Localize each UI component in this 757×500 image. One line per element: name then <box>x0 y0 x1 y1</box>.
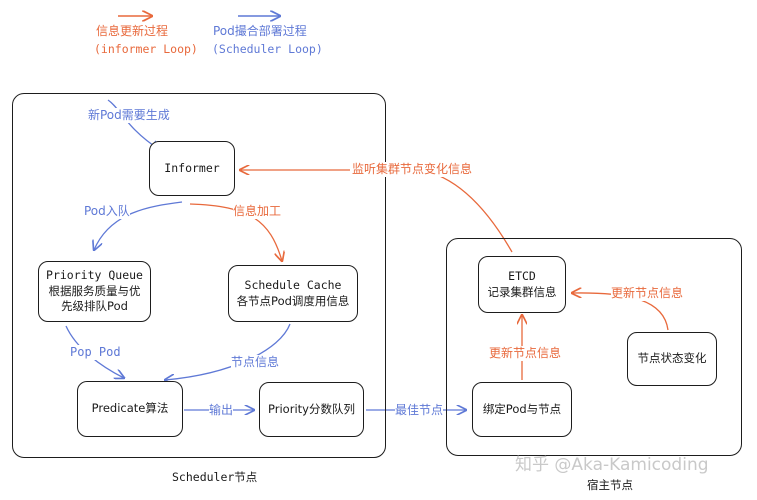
label-update-node-info-1: 更新节点信息 <box>489 346 562 361</box>
legend-scheduler-subtitle: (Scheduler Loop) <box>212 42 323 56</box>
etcd-desc: 记录集群信息 <box>487 284 557 299</box>
priority-node: Priority分数队列 <box>259 382 364 437</box>
label-update-node-info-2: 更新节点信息 <box>611 286 684 301</box>
label-pop-pod: Pop Pod <box>70 345 121 360</box>
label-new-pod: 新Pod需要生成 <box>88 108 170 123</box>
schedule-cache-desc: 各节点Pod调度用信息 <box>236 293 350 308</box>
schedule-cache-node: Schedule Cache 各节点Pod调度用信息 <box>228 265 358 322</box>
watermark-text: 知乎 @Aka-Kamicoding <box>515 455 709 475</box>
predicate-node-label: Predicate算法 <box>91 401 169 416</box>
informer-node: Informer <box>149 141 235 196</box>
bind-node: 绑定Pod与节点 <box>472 382 572 437</box>
edge-pod-enqueue <box>94 201 183 250</box>
scheduler-node-label: Scheduler节点 <box>172 470 258 484</box>
label-watch-cluster: 监听集群节点变化信息 <box>350 162 475 177</box>
label-output: 输出 <box>209 403 234 418</box>
legend-informer-subtitle: (informer Loop) <box>94 42 198 56</box>
legend-informer-title: 信息更新过程 <box>96 24 169 38</box>
host-node-label: 宿主节点 <box>587 478 633 492</box>
etcd-title: ETCD <box>508 268 536 283</box>
node-change-node: 节点状态变化 <box>627 332 717 386</box>
label-node-info: 节点信息 <box>231 355 280 370</box>
priority-queue-node: Priority Queue 根据服务质量与优 先级排队Pod <box>38 261 151 322</box>
predicate-node: Predicate算法 <box>77 381 183 437</box>
host-node-container <box>446 238 742 456</box>
scheduler-node-container <box>12 93 386 458</box>
priority-node-label: Priority分数队列 <box>268 401 355 416</box>
priority-queue-desc-2: 先级排队Pod <box>61 299 128 314</box>
legend-scheduler-title: Pod撮合部署过程 <box>213 24 307 38</box>
label-best-node: 最佳节点 <box>395 403 444 418</box>
priority-queue-desc-1: 根据服务质量与优 <box>48 283 141 298</box>
etcd-node: ETCD 记录集群信息 <box>478 256 566 313</box>
label-pod-enqueue: Pod入队 <box>84 204 130 219</box>
priority-queue-title: Priority Queue <box>46 268 143 283</box>
schedule-cache-title: Schedule Cache <box>244 277 342 292</box>
node-change-label: 节点状态变化 <box>637 351 707 366</box>
label-info-process: 信息加工 <box>233 204 282 219</box>
informer-node-label: Informer <box>164 160 220 175</box>
bind-node-label: 绑定Pod与节点 <box>482 401 562 416</box>
